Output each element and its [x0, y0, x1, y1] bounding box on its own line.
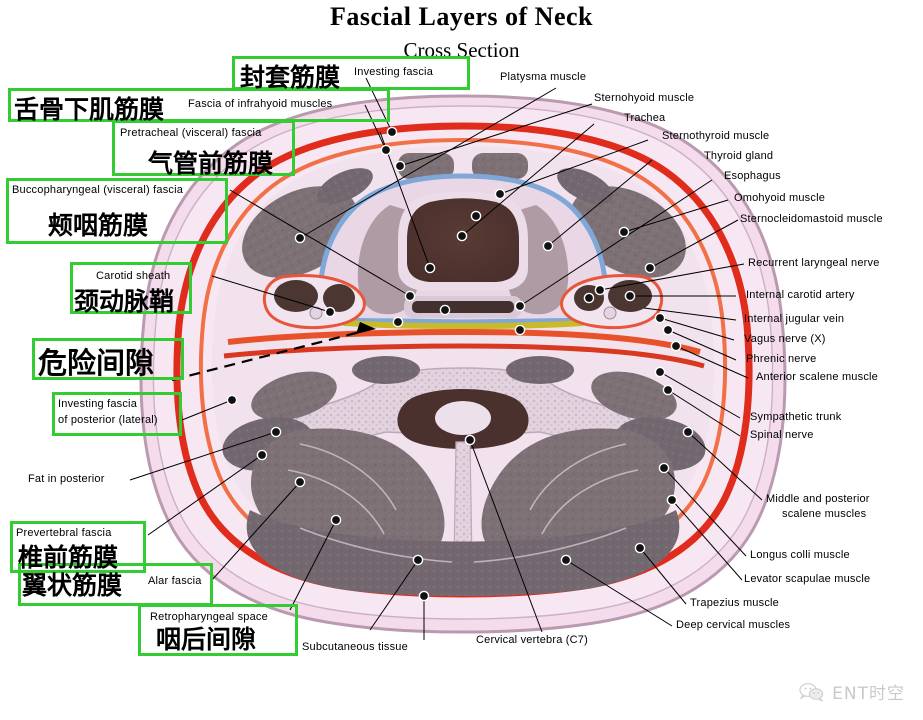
label-trapezius-muscle: Trapezius muscle: [690, 597, 779, 609]
label-deep-cervical-muscles: Deep cervical muscles: [676, 619, 791, 631]
label-sternothyroid-muscle: Sternothyroid muscle: [662, 130, 770, 142]
label-vagus-nerve: Vagus nerve (X): [744, 333, 826, 345]
label-middle-posterior-scalene-line2: scalene muscles: [782, 508, 867, 520]
label-middle-posterior-scalene-line1: Middle and posterior: [766, 493, 870, 505]
label-pretracheal-fascia: Pretracheal (visceral) fascia: [120, 127, 262, 139]
label-infrahyoid-fascia: Fascia of infrahyoid muscles: [188, 98, 333, 110]
label-alar-fascia: Alar fascia: [148, 575, 202, 587]
cn-label-danger-space: 危险间隙: [38, 346, 155, 380]
label-retropharyngeal-space: Retropharyngeal space: [150, 611, 268, 623]
label-recurrent-laryngeal-nerve: Recurrent laryngeal nerve: [748, 257, 880, 269]
carotid-sheath-right: [560, 274, 664, 330]
cn-label-infrahyoid-fascia: 舌骨下肌筋膜: [14, 95, 165, 124]
label-internal-jugular-vein: Internal jugular vein: [744, 313, 845, 325]
watermark-text: ENT时空: [832, 684, 905, 704]
danger-space-pointer: [171, 322, 376, 382]
label-carotid-sheath: Carotid sheath: [96, 270, 171, 282]
label-spinal-nerve: Spinal nerve: [750, 429, 814, 441]
label-trachea: Trachea: [624, 112, 666, 124]
label-prevertebral-fascia: Prevertebral fascia: [16, 527, 112, 539]
cn-label-pretracheal-fascia: 气管前筋膜: [148, 149, 274, 178]
highlight-box-alar-fascia: [18, 563, 213, 606]
wechat-icon: [799, 682, 824, 702]
label-sternocleidomastoid-muscle: Sternocleidomastoid muscle: [740, 213, 883, 225]
highlight-box-buccopharyngeal-fascia: [6, 178, 228, 244]
cn-label-alar-fascia: 翼状筋膜: [22, 571, 123, 600]
cn-label-carotid-sheath: 颈动脉鞘: [74, 287, 175, 316]
label-longus-colli-muscle: Longus colli muscle: [750, 549, 850, 561]
label-levator-scapulae-muscle: Levator scapulae muscle: [744, 573, 871, 585]
highlight-box-investing-posterior: [52, 392, 182, 436]
highlight-box-danger-space: [32, 338, 184, 380]
label-investing-posterior-line2: of posterior (lateral): [58, 414, 158, 426]
label-omohyoid-muscle: Omohyoid muscle: [734, 192, 826, 204]
highlight-box-retropharyngeal-space: [138, 604, 298, 656]
label-cervical-vertebra: Cervical vertebra (C7): [476, 634, 588, 646]
carotid-sheath-left: [262, 274, 366, 330]
cn-label-investing-fascia: 封套筋膜: [240, 63, 341, 92]
label-thyroid-gland: Thyroid gland: [704, 150, 774, 162]
label-investing-posterior-line1: Investing fascia: [58, 398, 138, 410]
structure-markers: [226, 126, 694, 602]
highlight-box-carotid-sheath: [70, 262, 192, 314]
label-sternohyoid-muscle: Sternohyoid muscle: [594, 92, 695, 104]
highlight-box-prevertebral-fascia: [10, 521, 146, 573]
cervical-vertebra: [284, 367, 642, 573]
label-sympathetic-trunk: Sympathetic trunk: [750, 411, 842, 423]
label-anterior-scalene-muscle: Anterior scalene muscle: [756, 371, 878, 383]
label-platysma-muscle: Platysma muscle: [500, 71, 587, 83]
label-internal-carotid-artery: Internal carotid artery: [746, 289, 855, 301]
cn-label-prevertebral-fascia: 椎前筋膜: [18, 543, 119, 572]
label-esophagus: Esophagus: [724, 170, 781, 182]
cn-label-buccopharyngeal-fascia: 颊咽筋膜: [48, 211, 149, 240]
label-fat-in-posterior: Fat in posterior: [28, 473, 105, 485]
watermark: ENT时空: [799, 679, 905, 704]
label-buccopharyngeal-fascia: Buccopharyngeal (visceral) fascia: [12, 184, 184, 196]
page-title: Fascial Layers of Neck: [329, 2, 593, 31]
label-phrenic-nerve: Phrenic nerve: [746, 353, 817, 365]
label-subcutaneous-tissue: Subcutaneous tissue: [302, 641, 408, 653]
label-investing-fascia: Investing fascia: [354, 66, 434, 78]
highlight-box-pretracheal-fascia: [112, 120, 295, 176]
cn-label-retropharyngeal-space: 咽后间隙: [156, 625, 257, 654]
